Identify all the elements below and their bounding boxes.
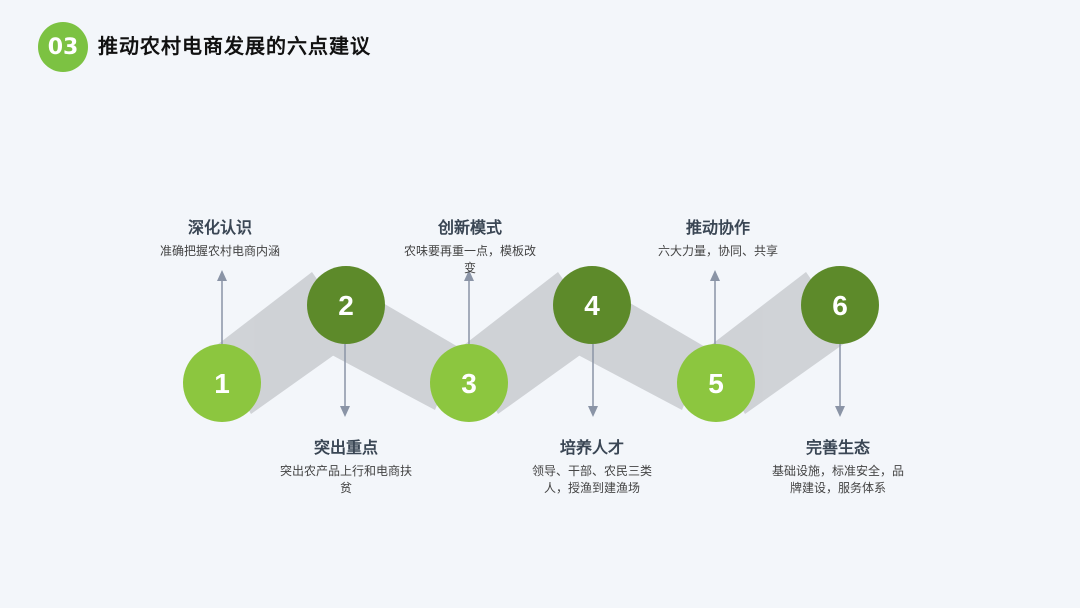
step-label-6: 完善生态 基础设施，标准安全，品牌建设，服务体系 [768,434,908,497]
arrow-down-2 [340,344,350,417]
arrow-up-3 [464,270,474,345]
step-label-1: 深化认识 准确把握农村电商内涵 [135,214,305,260]
step-number-3: 3 [461,368,477,399]
step-circle-2 [307,266,385,344]
step-title-5: 推动协作 [685,218,750,237]
step-desc-3: 农味要再重一点，模板改变 [403,244,536,275]
step-number-6: 6 [832,290,848,321]
step-label-5: 推动协作 六大力量，协同、共享 [633,214,803,260]
step-number-4: 4 [584,290,600,321]
step-circle-1 [183,344,261,422]
arrow-down-6 [835,344,845,417]
step-circle-5 [677,344,755,422]
step-numbers: 1 2 3 4 5 6 [214,290,848,399]
section-number: 03 [47,34,79,60]
arrow-up-1 [217,270,227,345]
step-circle-6 [801,266,879,344]
page-title: 推动农村电商发展的六点建议 [98,34,371,58]
step-number-5: 5 [708,368,724,399]
arrow-up-5 [710,270,720,345]
step-label-4: 培养人才 领导、干部、农民三类人，授渔到建渔场 [522,434,662,497]
step-circle-3 [430,344,508,422]
step-title-6: 完善生态 [805,438,870,457]
step-circle-4 [553,266,631,344]
step-number-2: 2 [338,290,354,321]
step-title-1: 深化认识 [187,218,252,237]
arrows [217,270,845,417]
step-label-2: 突出重点 突出农产品上行和电商扶贫 [276,434,416,497]
step-title-2: 突出重点 [313,438,378,457]
step-circles [183,266,879,422]
step-title-3: 创新模式 [437,218,502,237]
step-desc-2: 突出农产品上行和电商扶贫 [279,464,412,495]
step-label-3: 创新模式 农味要再重一点，模板改变 [400,214,540,277]
step-desc-6: 基础设施，标准安全，品牌建设，服务体系 [771,464,904,495]
step-desc-5: 六大力量，协同、共享 [657,244,778,258]
step-number-1: 1 [214,368,230,399]
step-desc-1: 准确把握农村电商内涵 [159,244,280,258]
section-number-badge: 03 [38,22,88,72]
step-desc-4: 领导、干部、农民三类人，授渔到建渔场 [531,464,652,495]
step-title-4: 培养人才 [559,438,624,457]
arrow-down-4 [588,344,598,417]
